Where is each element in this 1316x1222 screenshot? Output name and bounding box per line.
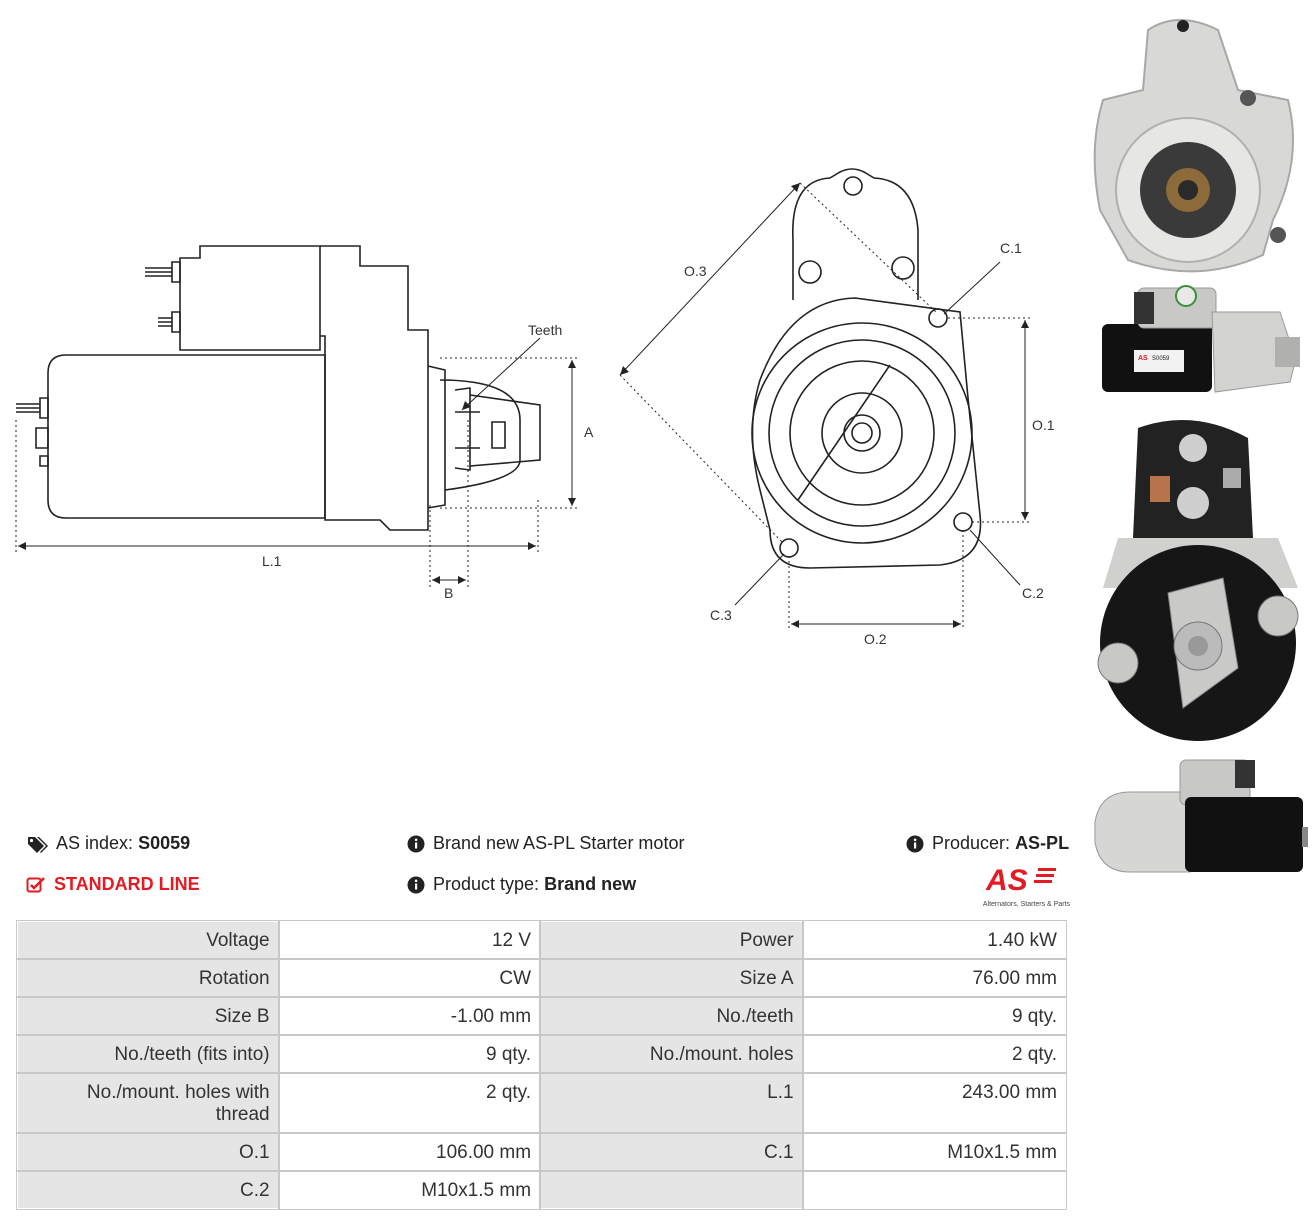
logo-text: AS <box>985 864 1028 895</box>
as-logo-mark: AS <box>985 864 1056 897</box>
label-o2: O.2 <box>864 631 887 647</box>
info-icon <box>407 876 425 893</box>
spec-value: 12 V <box>277 920 542 960</box>
producer-value: AS-PL <box>1015 833 1070 853</box>
check-square-icon <box>26 876 45 892</box>
spec-row: No./teeth (fits into)9 qty.No./mount. ho… <box>16 1034 1068 1074</box>
label-l1: L.1 <box>262 553 282 569</box>
photo-rear-view <box>1097 420 1299 741</box>
standard-line-text: STANDARD LINE <box>54 874 200 894</box>
label-o3: O.3 <box>684 263 707 279</box>
as-index-value: S0059 <box>138 833 191 853</box>
spec-value: M10x1.5 mm <box>277 1170 542 1210</box>
spec-value: -1.00 mm <box>277 996 542 1036</box>
spec-value: 1.40 kW <box>801 920 1068 960</box>
tags-icon <box>28 836 48 853</box>
product-type-value: Brand new <box>544 874 637 894</box>
as-pl-logo: AS Alternators, Starters & Parts <box>962 863 1070 908</box>
label-o1: O.1 <box>1032 417 1055 433</box>
motor-body-outline <box>47 354 326 519</box>
spec-label: Voltage <box>16 920 280 960</box>
label-b: B <box>444 585 453 601</box>
spec-label: No./teeth (fits into) <box>16 1034 280 1074</box>
spec-label: Rotation <box>16 958 280 998</box>
info-icon <box>906 835 924 852</box>
producer-line: Producer: AS-PL <box>906 833 1069 854</box>
photo-label-code: S0059 <box>1152 356 1170 362</box>
spec-label: C.2 <box>16 1170 280 1210</box>
spec-label <box>539 1170 804 1210</box>
spec-label: C.1 <box>539 1132 804 1172</box>
spec-label: Size A <box>539 958 804 998</box>
spec-label: No./teeth <box>539 996 804 1036</box>
product-type-line: Product type: Brand new <box>407 874 636 895</box>
label-a: A <box>584 424 594 440</box>
spec-label: O.1 <box>16 1132 280 1172</box>
spec-label: Size B <box>16 996 280 1036</box>
photo-side-view: AS S0059 <box>1102 285 1300 393</box>
side-view-drawing: Teeth A L.1 B <box>15 245 594 601</box>
spec-value: M10x1.5 mm <box>801 1132 1068 1172</box>
product-type-label: Product type: <box>433 874 540 894</box>
spec-value <box>801 1170 1068 1210</box>
info-icon <box>407 835 425 852</box>
spec-label: No./mount. holes <box>539 1034 804 1074</box>
photo-label-logo: AS <box>1138 355 1148 362</box>
as-index-line: AS index: S0059 <box>26 833 190 854</box>
spec-value: 9 qty. <box>277 1034 542 1074</box>
spec-value: 2 qty. <box>801 1034 1068 1074</box>
photo-front-view <box>1093 19 1294 273</box>
producer-label: Producer: <box>932 833 1011 853</box>
spec-label: L.1 <box>539 1072 804 1134</box>
label-c1: C.1 <box>1000 240 1022 256</box>
spec-value: 9 qty. <box>801 996 1068 1036</box>
solenoid-outline <box>179 245 321 351</box>
as-index-label: AS index: <box>56 833 134 853</box>
standard-line-badge: STANDARD LINE <box>26 874 200 895</box>
spec-label: No./mount. holes with thread <box>16 1072 280 1134</box>
photo-top-view <box>1094 759 1308 873</box>
spec-label: Power <box>539 920 804 960</box>
spec-value: CW <box>277 958 542 998</box>
label-teeth: Teeth <box>528 322 562 338</box>
spec-value: 2 qty. <box>277 1072 542 1134</box>
spec-value: 243.00 mm <box>801 1072 1068 1134</box>
label-c2: C.2 <box>1022 585 1044 601</box>
label-c3: C.3 <box>710 607 732 623</box>
spec-value: 76.00 mm <box>801 958 1068 998</box>
logo-tagline: Alternators, Starters & Parts <box>982 901 1070 908</box>
description-line: Brand new AS-PL Starter motor <box>407 833 684 854</box>
description-text: Brand new AS-PL Starter motor <box>433 833 685 853</box>
spec-value: 106.00 mm <box>277 1132 542 1172</box>
front-view-drawing: O.3 C.1 O.1 C.2 C.3 O.2 <box>619 168 1055 647</box>
